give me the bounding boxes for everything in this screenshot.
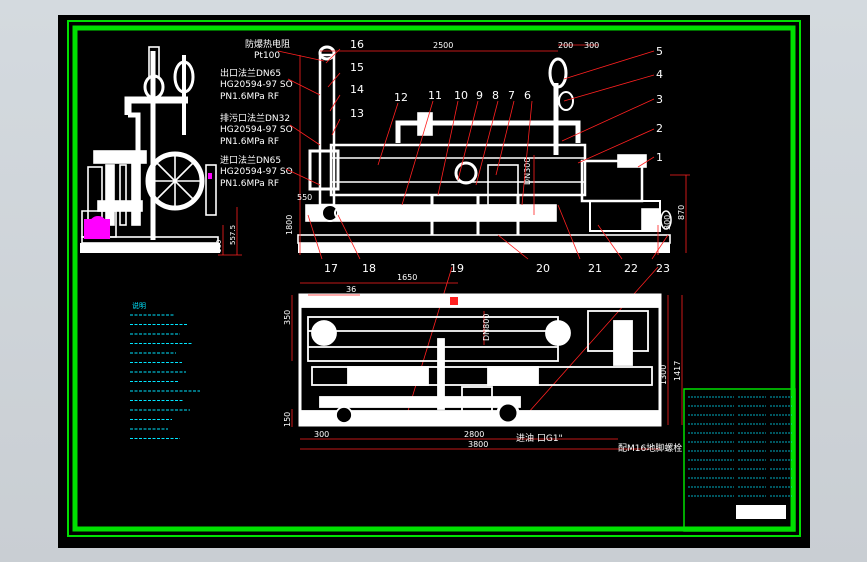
dim-557-5: 557.5 [229,225,237,245]
dim-550: 550 [297,193,312,202]
item-13: 13 [350,107,364,120]
item-12: 12 [394,91,408,104]
dim-dn800: DN800 [482,314,491,341]
dim-2500: 2500 [433,41,453,50]
technical-notes: 说明 [130,301,200,439]
drain-flange-pressure: PN1.6MPa RF [220,137,279,147]
item-3: 3 [656,93,663,106]
title-block [683,388,796,532]
oil-inlet-label: 进油 口G1" [516,432,563,444]
dim-200: 200 [558,41,573,50]
dim-1300: 1300 [659,365,668,385]
dim-1800: 1800 [285,215,294,235]
item-15: 15 [350,61,364,74]
item-17: 17 [324,262,338,275]
outlet-flange-pressure: PN1.6MPa RF [220,92,279,102]
dim-3800: 3800 [468,440,488,449]
notes-lines [130,314,200,439]
item-19: 19 [450,262,464,275]
item-23: 23 [656,262,670,275]
item-numbers: 16 15 14 13 12 11 10 9 8 7 6 5 4 3 2 1 1… [324,38,670,275]
inlet-flange-pressure: PN1.6MPa RF [220,179,279,189]
drain-flange-title: 排污口法兰DN32 [220,112,290,124]
dim-dn300: DN300 [523,158,532,185]
item-1: 1 [656,151,663,164]
plan-view [298,293,662,427]
callout-block: 防爆热电阻 Pt100 出口法兰DN65 HG20594-97 SO PN1.6… [220,38,293,189]
item-11: 11 [428,89,442,102]
dim-150: 150 [283,412,292,427]
drain-flange-std: HG20594-97 SO [220,125,293,135]
dim-1650: 1650 [397,273,417,282]
dim-36: 36 [346,285,356,294]
item-8: 8 [492,89,499,102]
dim-300-bottom: 300 [314,430,329,439]
dim-300-side: 300 [663,215,672,230]
engineering-drawing: 160 557.5 [67,20,801,537]
outlet-flange-std: HG20594-97 SO [220,80,293,90]
item-21: 21 [588,262,602,275]
outlet-flange-title: 出口法兰DN65 [220,67,281,79]
dim-350: 350 [283,310,292,325]
item-4: 4 [656,68,663,81]
dim-300-top: 300 [584,41,599,50]
inlet-flange-title: 进口法兰DN65 [220,154,281,166]
outer-frame [67,20,801,537]
dim-2800: 2800 [464,430,484,439]
side-view [80,46,220,253]
anchor-bolt-label: 配M16地脚螺栓 [618,442,682,454]
leader-lines [277,48,669,414]
side-base-skid [80,243,220,253]
item-10: 10 [454,89,468,102]
item-5: 5 [656,45,663,58]
dim-1417: 1417 [673,361,682,381]
heater-shell [329,143,587,197]
dim-160: 160 [215,240,223,253]
inner-frame [72,25,796,532]
item-14: 14 [350,83,364,96]
plan-marker [450,297,458,305]
dim-870: 870 [677,205,686,220]
drawing-viewport[interactable]: 160 557.5 [58,15,810,548]
pump-symbol [84,173,212,239]
front-base-skid [298,243,670,253]
item-9: 9 [476,89,483,102]
item-18: 18 [362,262,376,275]
item-20: 20 [536,262,550,275]
item-6: 6 [524,89,531,102]
item-16: 16 [350,38,364,51]
front-view [297,45,672,253]
item-22: 22 [624,262,638,275]
notes-title: 说明 [132,301,146,310]
item-7: 7 [508,89,515,102]
item-2: 2 [656,122,663,135]
rtd-label: 防爆热电阻 [245,38,290,50]
rtd-spec: Pt100 [254,51,280,61]
inlet-flange-std: HG20594-97 SO [220,167,293,177]
